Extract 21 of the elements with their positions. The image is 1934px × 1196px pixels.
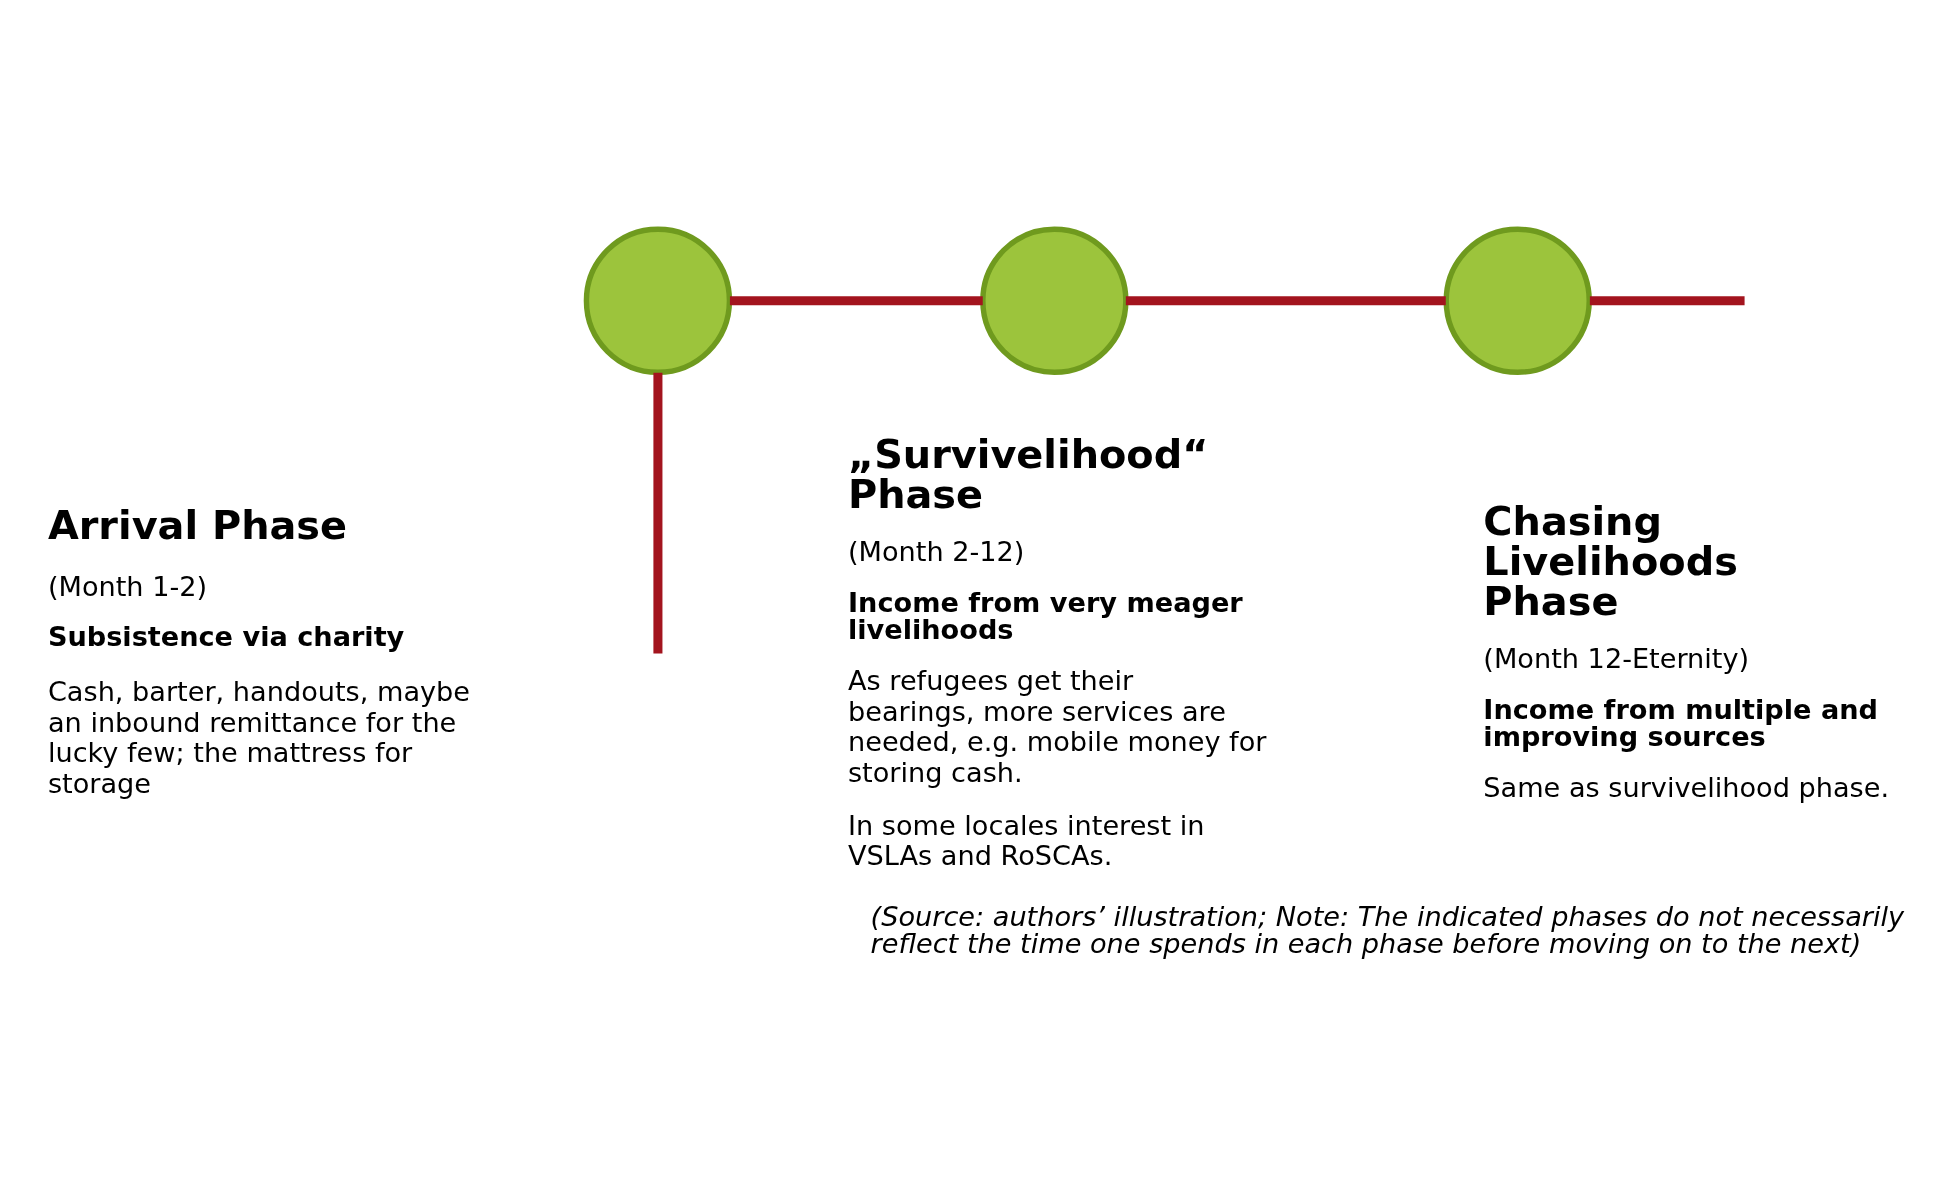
node-label: (Month 12-Eternity): [1483, 642, 1750, 674]
node-circle: [980, 226, 1129, 375]
node-label: (Month 2-12): [847, 535, 1025, 567]
node-circle: [1443, 226, 1592, 375]
connector: [729, 295, 983, 305]
node-label: In some locales interest in VSLAs and RoSCAs.: [847, 809, 1205, 871]
node-circle: [583, 226, 733, 375]
node-label: As refugees get their bearings, more services are needed, e.g. mobile money for storing cash.: [847, 664, 1267, 788]
node-label: Subsistence via charity: [47, 620, 405, 652]
connector: [1125, 295, 1446, 305]
node-label: Arrival Phase: [47, 501, 348, 548]
node-label: Same as survivelihood phase.: [1483, 771, 1890, 803]
connector: [1589, 295, 1745, 305]
caption: (Source: authors’ illustration; Note: The indicated phases do not necessarily reflect the time one spends in each phase before moving on to the next): [870, 900, 1905, 959]
node-label: Income from multiple and improving sources: [1483, 693, 1879, 752]
node-label: Cash, barter, handouts, maybe an inbound remittance for the lucky few; the mattress for storage: [47, 675, 471, 799]
node-label: (Month 1-2): [47, 570, 208, 602]
node-label: Income from very meager livelihoods: [847, 586, 1243, 645]
node-label: Chasing Livelihoods Phase: [1483, 497, 1738, 624]
node-label: „Survivelihood“ Phase: [847, 430, 1209, 517]
connector: [653, 372, 663, 654]
